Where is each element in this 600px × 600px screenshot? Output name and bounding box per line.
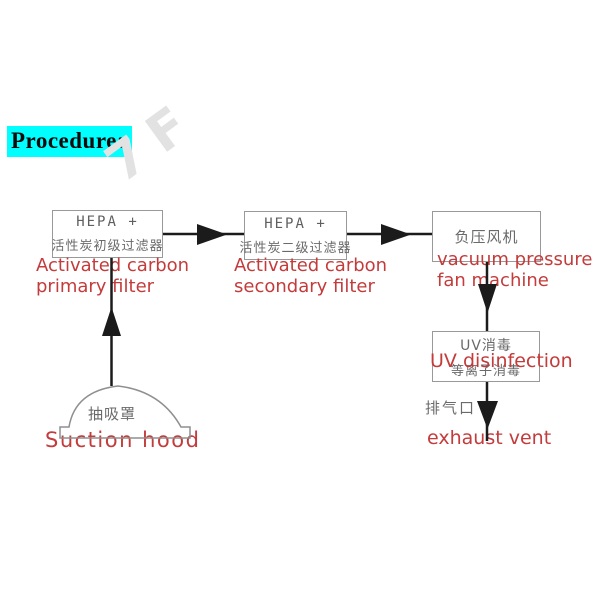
box-title: UV消毒 (460, 337, 512, 354)
caption-line: Activated carbon (234, 255, 388, 276)
box-subtitle: 活性炭初级过滤器 (51, 239, 164, 254)
watermark: 7F (95, 87, 211, 195)
caption-line: secondary filter (234, 276, 375, 297)
caption-exhaust-vent: exhaust vent (427, 427, 552, 449)
arrowhead-right-icon (197, 224, 227, 245)
caption-line: vacuum pressure (437, 249, 593, 270)
caption-suction-hood: Suction hood (45, 428, 201, 452)
box-title: HEPA + (264, 215, 327, 232)
caption-line: Activated carbon (36, 255, 190, 276)
box-title: 负压风机 (454, 228, 519, 246)
caption-secondary-filter: Activated carbon secondary filter (234, 255, 387, 297)
box-subtitle: 等离子消毒 (450, 363, 521, 379)
flow-box-uv-disinfection: UV消毒 等离子消毒 (432, 331, 540, 382)
procedure-label: Procedure: (7, 126, 133, 157)
caption-line: fan machine (437, 270, 549, 291)
flow-box-primary-filter: HEPA + 活性炭初级过滤器 (52, 210, 163, 258)
caption-line: primary filter (36, 276, 155, 297)
arrowhead-down-icon (477, 401, 498, 429)
flow-box-secondary-filter: HEPA + 活性炭二级过滤器 (240, 211, 351, 260)
arrowhead-right-icon (381, 224, 411, 245)
caption-fan-machine: vacuum pressure fan machine (437, 249, 592, 291)
flow-box-fan-machine: 负压风机 (432, 211, 541, 262)
arrowhead-up-icon (102, 307, 121, 336)
caption-primary-filter: Activated carbon primary filter (36, 255, 189, 297)
box-title: HEPA + (76, 214, 139, 230)
exhaust-vent-cn-label: 排气口 (425, 399, 477, 417)
caption-uv-disinfection: UV disinfection (430, 350, 573, 372)
box-subtitle: 活性炭二级过滤器 (239, 240, 352, 256)
suction-hood-cn-label: 抽吸罩 (87, 405, 136, 423)
